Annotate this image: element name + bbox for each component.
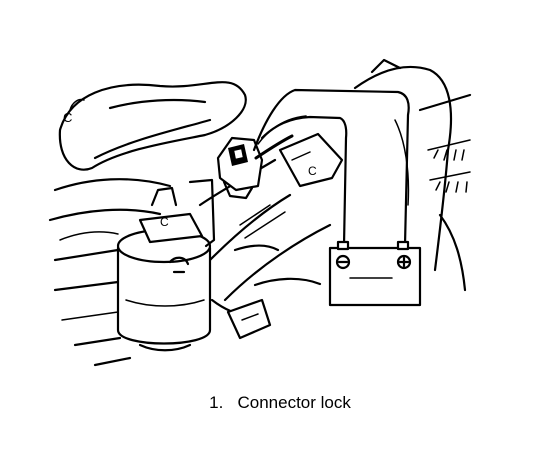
sensor-bracket: C: [278, 132, 344, 188]
connector-lock: [216, 134, 294, 200]
svg-text:C: C: [308, 164, 317, 178]
battery: [328, 240, 422, 307]
callout-label: Connector lock: [237, 393, 351, 412]
frame-lines: [53, 248, 272, 367]
test-leads: [252, 88, 410, 247]
intake-hose: C: [48, 81, 247, 241]
svg-text:C: C: [160, 215, 169, 229]
callout-caption: 1. Connector lock: [0, 393, 560, 413]
canister-component: C: [116, 178, 216, 352]
hose-assembly: [198, 158, 332, 302]
svg-text:C: C: [63, 110, 72, 125]
engine-block: [353, 58, 472, 292]
callout-number: 1.: [209, 393, 224, 412]
